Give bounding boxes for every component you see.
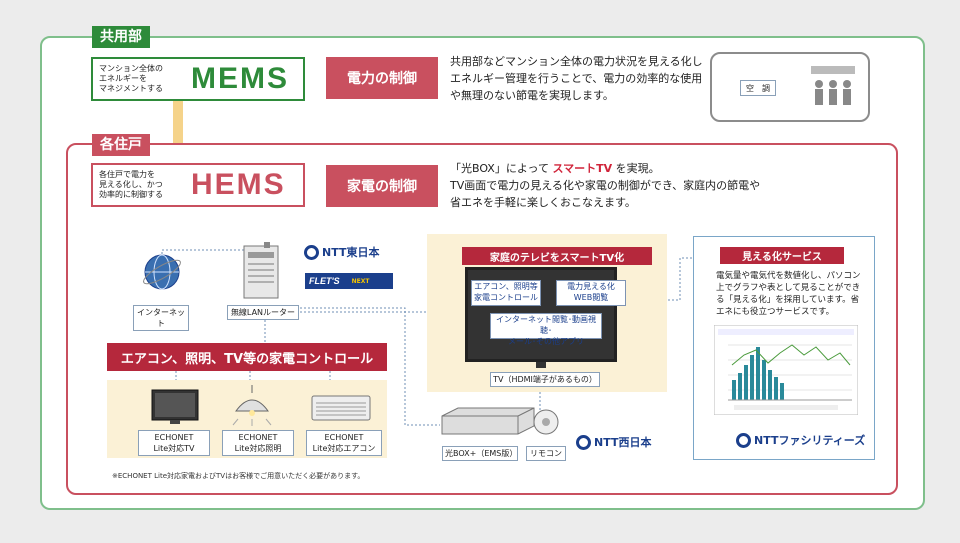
ntt-west-logo: NTT西日本: [576, 434, 651, 450]
visualization-service-text: 電気量や電気代を数値化し、パソコン上でグラフや表として見ることができる「見える化…: [716, 271, 861, 317]
hems-box: 各住戸で電力を 見える化し、かつ 効率的に制御する HEMS: [91, 163, 305, 207]
aircon-unit-icon: [311, 395, 371, 421]
light-icon: [232, 385, 272, 426]
ntt-east-text: NTT東日本: [322, 246, 380, 259]
tv-box-appliance-control: エアコン、照明等 家電コントロール: [471, 280, 541, 306]
tv-stand: [536, 362, 546, 368]
appliance-control-banner: エアコン、照明、TV等の家電コントロール: [107, 343, 387, 371]
router-label: 無線LANルーター: [227, 305, 299, 320]
power-control-label: 電力の制御: [326, 57, 438, 99]
down-arrow-shaft: [173, 101, 183, 151]
unit-area-tag: 各住戸: [92, 134, 150, 156]
tv-box-internet-apps: インターネット閲覧･動画視聴･ メール･その他アプリ: [490, 313, 602, 346]
people-icon: [811, 66, 855, 105]
globe-icon: [143, 254, 181, 290]
device-label-line: Lite対応エアコン: [312, 444, 376, 453]
usage-graph-thumbnail: [714, 325, 858, 415]
hems-text-line: 省エネを手軽に楽しくおこなえます。: [450, 196, 636, 209]
device-label-line: ECHONET: [238, 433, 278, 442]
ntt-facilities-text: NTTファシリティーズ: [754, 434, 866, 447]
appliance-control-label: 家電の制御: [326, 165, 438, 207]
device-label-line: Lite対応照明: [234, 444, 282, 453]
mems-text: 共用部などマンション全体の電力状況を見える化し エネルギー管理を行うことで、電力…: [450, 53, 720, 104]
tv-icon: [151, 389, 199, 424]
shared-area-tag: 共用部: [92, 26, 150, 48]
device-label-line: ECHONET: [154, 433, 194, 442]
hems-name: HEMS: [191, 168, 286, 201]
hems-text-line: TV画面で電力の見える化や家電の制御ができ、家庭内の節電や: [450, 179, 761, 192]
ntt-east-logo: NTT東日本: [304, 244, 379, 260]
visualization-service-title: 見える化サービス: [720, 247, 844, 264]
flets-next-text: NEXT: [351, 277, 370, 285]
device-label-aircon: ECHONET Lite対応エアコン: [306, 430, 382, 456]
internet-label: インターネット: [133, 305, 189, 331]
tv-box-web-view: 電力見える化 WEB閲覧: [556, 280, 626, 306]
ntt-facilities-logo: NTTファシリティーズ: [736, 432, 865, 448]
device-label-line: ECHONET: [324, 433, 364, 442]
ntt-logo-icon: [736, 432, 751, 448]
aircon-illustration-box: 空 調: [710, 52, 870, 122]
smart-tv-highlight: スマートTV: [552, 162, 613, 175]
flets-logo: FLET'S NEXT: [305, 273, 393, 289]
aircon-label: 空 調: [740, 80, 776, 96]
ntt-west-text: NTT西日本: [594, 436, 652, 449]
device-label-tv: ECHONET Lite対応TV: [138, 430, 210, 456]
mems-text-line: エネルギー管理を行うことで、電力の効率的な使用: [450, 72, 703, 85]
mems-description: マンション全体の エネルギーを マネジメントする: [99, 64, 163, 93]
hems-description: 各住戸で電力を 見える化し、かつ 効率的に制御する: [99, 170, 163, 199]
device-label-line: Lite対応TV: [153, 444, 195, 453]
hems-text-line1: 「光BOX」によって スマートTV を実現。: [450, 160, 790, 177]
mems-text-line: 共用部などマンション全体の電力状況を見える化し: [450, 55, 703, 68]
hems-text-part: 「光BOX」によって: [450, 162, 553, 175]
footnote: ※ECHONET Lite対応家電およびTVはお客様でご用意いただく必要がありま…: [112, 472, 365, 480]
router-icon: [243, 242, 279, 299]
remote-icon: [533, 409, 559, 435]
mems-text-line: や無理のない節電を実現します。: [450, 89, 614, 102]
hikari-box-label: 光BOX+（EMS版）: [442, 446, 518, 461]
mems-box: マンション全体の エネルギーを マネジメントする MEMS: [91, 57, 305, 101]
ntt-logo-icon: [304, 244, 319, 260]
mems-name: MEMS: [191, 62, 289, 95]
tv-label: TV（HDMI端子があるもの）: [490, 372, 600, 387]
device-label-light: ECHONET Lite対応照明: [222, 430, 294, 456]
smart-tv-title: 家庭のテレビをスマートTV化: [462, 247, 652, 265]
hikari-box-icon: [441, 407, 535, 435]
flets-text: FLET'S: [309, 276, 340, 286]
ntt-logo-icon: [576, 434, 591, 450]
remote-label: リモコン: [526, 446, 566, 461]
hems-text-part: を実現。: [612, 162, 660, 175]
hems-text: 「光BOX」によって スマートTV を実現。 TV画面で電力の見える化や家電の制…: [450, 160, 790, 211]
